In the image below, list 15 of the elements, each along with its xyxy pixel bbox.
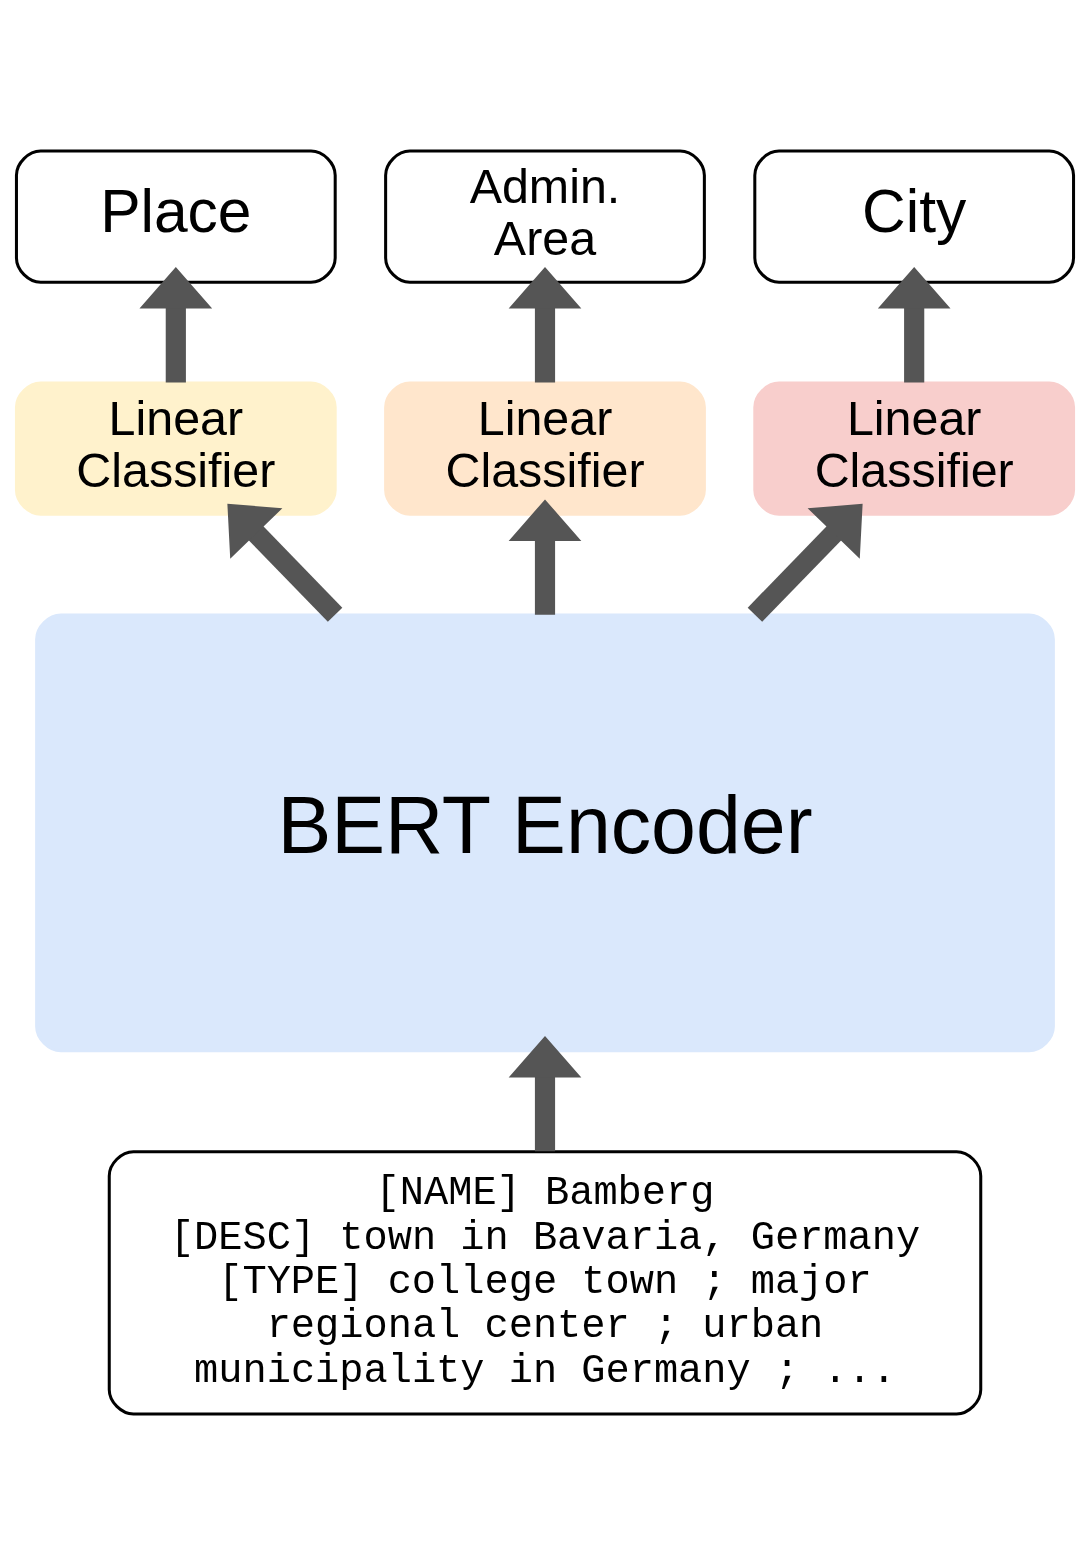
arrow [508, 1036, 582, 1152]
node-box: Linear Classifier [384, 381, 706, 516]
node-box: City [753, 149, 1076, 284]
arrow [227, 503, 343, 622]
node-box: [NAME] Bamberg [DESC] town in Bavaria, Germany [TYPE] college town ; major regional center ; urban municipality in Germany ; ... [107, 1150, 983, 1416]
node-box: BERT Encoder [35, 613, 1055, 1053]
arrow [877, 266, 951, 383]
node-box: Linear Classifier [753, 381, 1076, 516]
arrow [139, 266, 213, 383]
arrow [747, 503, 863, 622]
arrow [508, 499, 582, 615]
node-box: Place [14, 149, 337, 284]
arrow [508, 266, 582, 383]
node-box: Linear Classifier [14, 381, 337, 516]
node-box: Admin. Area [384, 149, 706, 284]
